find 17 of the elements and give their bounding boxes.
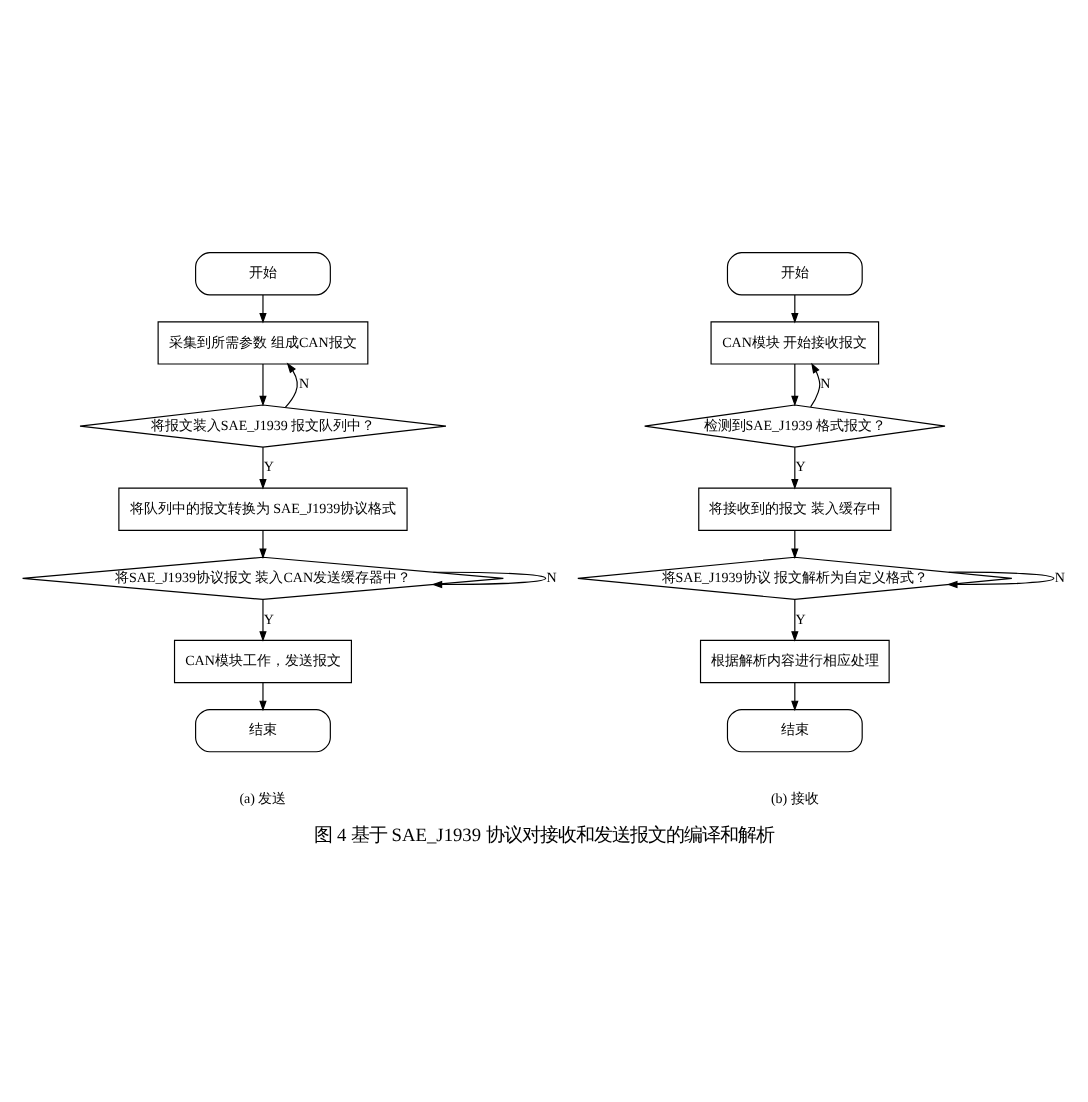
arrow bbox=[791, 362, 799, 406]
arrow bbox=[791, 293, 799, 323]
arrow bbox=[259, 597, 267, 641]
arrow bbox=[810, 361, 821, 407]
arrow bbox=[791, 597, 799, 641]
arrow bbox=[259, 445, 267, 489]
arrow bbox=[259, 293, 267, 323]
arrow bbox=[791, 528, 799, 558]
arrow bbox=[791, 681, 799, 711]
caption: 图 4 基于 SAE_J1939 协议对接收和发送报文的编译和解析 bbox=[314, 825, 774, 846]
arrow bbox=[259, 681, 267, 711]
arrow bbox=[259, 362, 267, 406]
arrow bbox=[791, 445, 799, 489]
arrow bbox=[259, 528, 267, 558]
arrow bbox=[284, 361, 298, 408]
arrow bbox=[431, 570, 547, 588]
arrow bbox=[946, 570, 1055, 588]
